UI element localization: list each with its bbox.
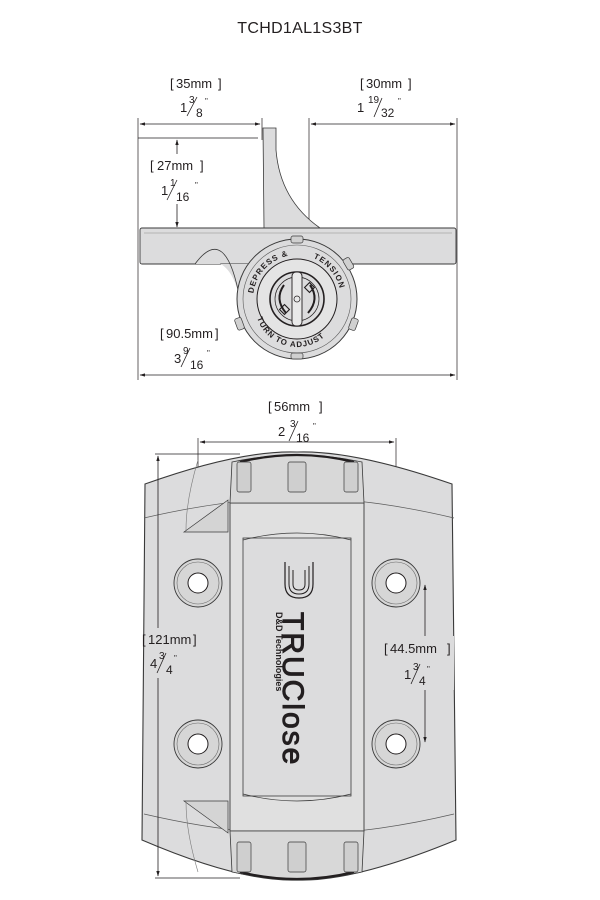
svg-text:[: [	[268, 399, 272, 414]
svg-text:8: 8	[196, 106, 203, 120]
svg-text:": "	[205, 97, 208, 106]
brand-name: TRUClose	[276, 612, 309, 766]
svg-text:": "	[313, 422, 316, 431]
svg-text:]: ]	[408, 76, 412, 91]
svg-text:19: 19	[368, 95, 380, 106]
svg-text:[: [	[160, 326, 164, 341]
svg-text:]: ]	[319, 399, 323, 414]
dim-label-121mm: [ 121mm ] 4 3 4 "	[142, 628, 198, 678]
product-code-title: TCHD1AL1S3BT	[237, 20, 363, 37]
dim-label-90mm: [ 90.5mm ] 3 9 16 "	[160, 326, 219, 372]
svg-text:30mm: 30mm	[366, 76, 402, 91]
svg-text:44.5mm: 44.5mm	[390, 641, 437, 656]
dim-label-44mm: [ 44.5mm ] 1 3 4 "	[384, 636, 454, 690]
svg-text:3: 3	[159, 651, 165, 662]
svg-text:2: 2	[278, 424, 285, 439]
svg-text:16: 16	[190, 358, 204, 372]
svg-text:": "	[195, 181, 198, 190]
svg-text:[: [	[150, 158, 154, 173]
dim-label-35mm: [ 35mm ] 1 3 8 "	[170, 76, 222, 120]
svg-text:": "	[398, 97, 401, 106]
svg-text:27mm: 27mm	[157, 158, 193, 173]
svg-text:1: 1	[180, 100, 187, 115]
svg-text:]: ]	[218, 76, 222, 91]
svg-text:]: ]	[447, 641, 451, 656]
dim-label-56mm: [ 56mm ] 2 3 16 "	[268, 399, 323, 445]
svg-text:9: 9	[183, 346, 189, 357]
svg-text:16: 16	[176, 190, 190, 204]
dim-label-27mm: [ 27mm ] 1 1 16 "	[150, 154, 210, 204]
svg-text:]: ]	[193, 632, 197, 647]
svg-text:3: 3	[174, 351, 181, 366]
svg-text:[: [	[360, 76, 364, 91]
svg-text:4: 4	[150, 656, 157, 671]
screw-hole-bottom-left	[173, 719, 223, 769]
svg-text:[: [	[170, 76, 174, 91]
svg-text:4: 4	[166, 663, 173, 677]
svg-text:": "	[427, 665, 430, 674]
svg-text:]: ]	[200, 158, 204, 173]
svg-text:": "	[174, 654, 177, 663]
svg-text:121mm: 121mm	[148, 632, 191, 647]
svg-text:[: [	[384, 641, 388, 656]
front-view: TRUClose D&D Technologies [ 56mm ] 2 3 1…	[141, 399, 457, 881]
top-view: DEPRESS & TENSION TURN TO ADJUST [ 35mm …	[137, 76, 458, 380]
screw-hole-bottom-right	[371, 719, 421, 769]
svg-text:56mm: 56mm	[274, 399, 310, 414]
screw-hole-top-right	[371, 558, 421, 608]
svg-text:3: 3	[290, 419, 296, 430]
svg-text:[: [	[142, 632, 146, 647]
svg-text:32: 32	[381, 106, 395, 120]
svg-text:3: 3	[413, 662, 419, 673]
svg-text:1: 1	[161, 183, 168, 198]
svg-text:": "	[207, 349, 210, 358]
svg-text:1: 1	[404, 667, 411, 682]
svg-text:35mm: 35mm	[176, 76, 212, 91]
svg-text:90.5mm: 90.5mm	[166, 326, 213, 341]
svg-text:4: 4	[419, 674, 426, 688]
svg-text:1: 1	[170, 178, 176, 189]
svg-text:1: 1	[357, 100, 364, 115]
brand-logo-icon	[284, 562, 314, 599]
dim-label-30mm: [ 30mm ] 1 19 32 "	[357, 76, 412, 120]
screw-hole-top-left	[173, 558, 223, 608]
brand-subtitle: D&D Technologies	[274, 612, 284, 691]
svg-text:16: 16	[296, 431, 310, 445]
svg-text:3: 3	[189, 95, 195, 106]
svg-text:]: ]	[215, 326, 219, 341]
